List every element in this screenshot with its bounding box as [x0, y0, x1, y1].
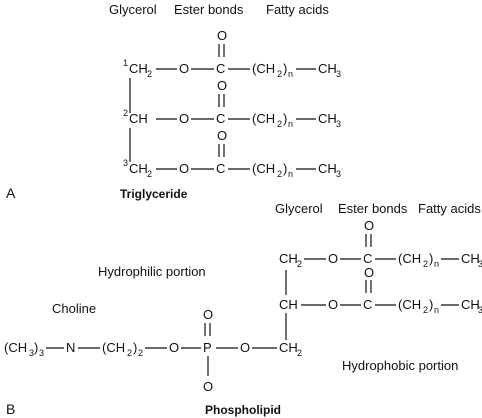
row-3-ester-oxygen: O [179, 161, 189, 176]
row-2-methyl-sub: 3 [336, 119, 341, 129]
choline-nitrogen: N [66, 340, 75, 355]
carbon-number-2: 2 [123, 108, 128, 118]
middle-chain-sub: 2 [423, 305, 428, 315]
row-3-methyl-sub: 3 [336, 169, 341, 179]
upper-carbonyl-oxygen: O [364, 218, 374, 233]
lower-ch2: CH [279, 340, 298, 355]
carbon-number-3: 3 [123, 158, 128, 168]
middle-ester-oxygen: O [328, 297, 338, 312]
row-2-chain-n: n [288, 119, 293, 129]
panel-a-title: Triglyceride [120, 187, 188, 201]
row-3-carbonyl-carbon: C [216, 161, 225, 176]
choline-methyl-count: 3 [39, 348, 44, 358]
phosphate-oxygen-top: O [203, 307, 213, 322]
row-2-group: CH [129, 111, 148, 126]
upper-methyl-sub: 3 [478, 259, 482, 269]
row-3-carbonyl-oxygen: O [217, 128, 227, 143]
row-2-carbonyl-carbon: C [216, 111, 225, 126]
row-3-methyl: CH [318, 161, 337, 176]
row-1-chain-open: (CH [252, 61, 275, 76]
row-3-chain-sub: 2 [277, 169, 282, 179]
panel-a-header-glycerol: Glycerol [109, 2, 157, 17]
upper-ch2: CH [279, 251, 298, 266]
panel-b-title: Phospholipid [205, 403, 281, 417]
row-1-methyl-sub: 3 [336, 69, 341, 79]
phosphate-oxygen-left: O [169, 340, 179, 355]
upper-chain-open: (CH [398, 251, 421, 266]
row-2-chain-open: (CH [252, 111, 275, 126]
phosphate-oxygen-bottom: O [203, 379, 213, 394]
row-2-ester-oxygen: O [179, 111, 189, 126]
middle-methyl: CH [461, 297, 480, 312]
phosphate-oxygen-right: O [240, 340, 250, 355]
choline-methyl-sub: 3 [29, 348, 34, 358]
row-1-group: CH [129, 61, 148, 76]
ethylene-close: ) [133, 340, 137, 355]
ethylene-sub: 2 [127, 348, 132, 358]
panel-a-triglyceride: Glycerol Ester bonds Fatty acids 1 CH 2 … [6, 2, 341, 201]
upper-ester-oxygen: O [328, 251, 338, 266]
upper-carbonyl-carbon: C [363, 251, 372, 266]
row-2-chain-sub: 2 [277, 119, 282, 129]
row-1-methyl: CH [318, 61, 337, 76]
upper-methyl: CH [461, 251, 480, 266]
choline-methyls-open: (CH [4, 340, 27, 355]
middle-chain-n: n [434, 305, 439, 315]
panel-b-phospholipid: Glycerol Ester bonds Fatty acids Hydroph… [4, 201, 482, 417]
row-1-ester-oxygen: O [179, 61, 189, 76]
upper-chain-sub: 2 [423, 259, 428, 269]
row-3-chain-close: ) [283, 161, 287, 176]
hydrophobic-portion-label: Hydrophobic portion [342, 358, 458, 373]
ethylene-open: (CH [102, 340, 125, 355]
triglyceride-row-3: 3 CH 2 O C O (CH 2 ) n CH 3 [123, 128, 341, 179]
row-1-carbonyl-oxygen: O [217, 28, 227, 43]
panel-a-header-ester-bonds: Ester bonds [174, 2, 244, 17]
middle-chain-open: (CH [398, 297, 421, 312]
choline-methyls-close: ) [34, 340, 38, 355]
triglyceride-row-2: 2 CH O C O (CH 2 ) n CH 3 [123, 78, 341, 129]
phospholipid-middle-chain: CH O C O (CH 2 ) n CH 3 [279, 265, 482, 315]
middle-methyl-sub: 3 [478, 305, 482, 315]
panel-b-header-fatty-acids: Fatty acids [418, 201, 481, 216]
middle-ch: CH [279, 297, 298, 312]
row-1-carbonyl-carbon: C [216, 61, 225, 76]
triglyceride-row-1: 1 CH 2 O C O (CH 2 ) n CH 3 [123, 28, 341, 79]
row-1-group-sub: 2 [147, 69, 152, 79]
carbon-number-1: 1 [123, 58, 128, 68]
panel-a-header-fatty-acids: Fatty acids [266, 2, 329, 17]
row-1-chain-n: n [288, 69, 293, 79]
middle-carbonyl-oxygen: O [364, 265, 374, 280]
lower-ch2-sub: 2 [297, 348, 302, 358]
phosphorus: P [203, 340, 212, 355]
row-3-group: CH [129, 161, 148, 176]
hydrophilic-portion-label: Hydrophilic portion [98, 264, 206, 279]
row-2-carbonyl-oxygen: O [217, 78, 227, 93]
ethylene-count: 2 [138, 348, 143, 358]
middle-carbonyl-carbon: C [363, 297, 372, 312]
upper-chain-n: n [434, 259, 439, 269]
panel-b-header-glycerol: Glycerol [275, 201, 323, 216]
row-2-methyl: CH [318, 111, 337, 126]
panel-a-letter: A [6, 185, 16, 201]
panel-b-letter: B [6, 401, 15, 417]
row-1-chain-sub: 2 [277, 69, 282, 79]
phospholipid-upper-chain: CH 2 O C O (CH 2 ) n CH 3 [279, 218, 482, 269]
upper-ch2-sub: 2 [297, 259, 302, 269]
row-3-group-sub: 2 [147, 169, 152, 179]
choline-label: Choline [52, 301, 96, 316]
panel-b-header-ester-bonds: Ester bonds [338, 201, 408, 216]
upper-chain-close: ) [429, 251, 433, 266]
row-3-chain-open: (CH [252, 161, 275, 176]
row-1-chain-close: ) [283, 61, 287, 76]
phospholipid-head-group: (CH 3 ) 3 N (CH 2 ) 2 O P O O O CH [4, 307, 302, 394]
row-2-chain-close: ) [283, 111, 287, 126]
middle-chain-close: ) [429, 297, 433, 312]
row-3-chain-n: n [288, 169, 293, 179]
